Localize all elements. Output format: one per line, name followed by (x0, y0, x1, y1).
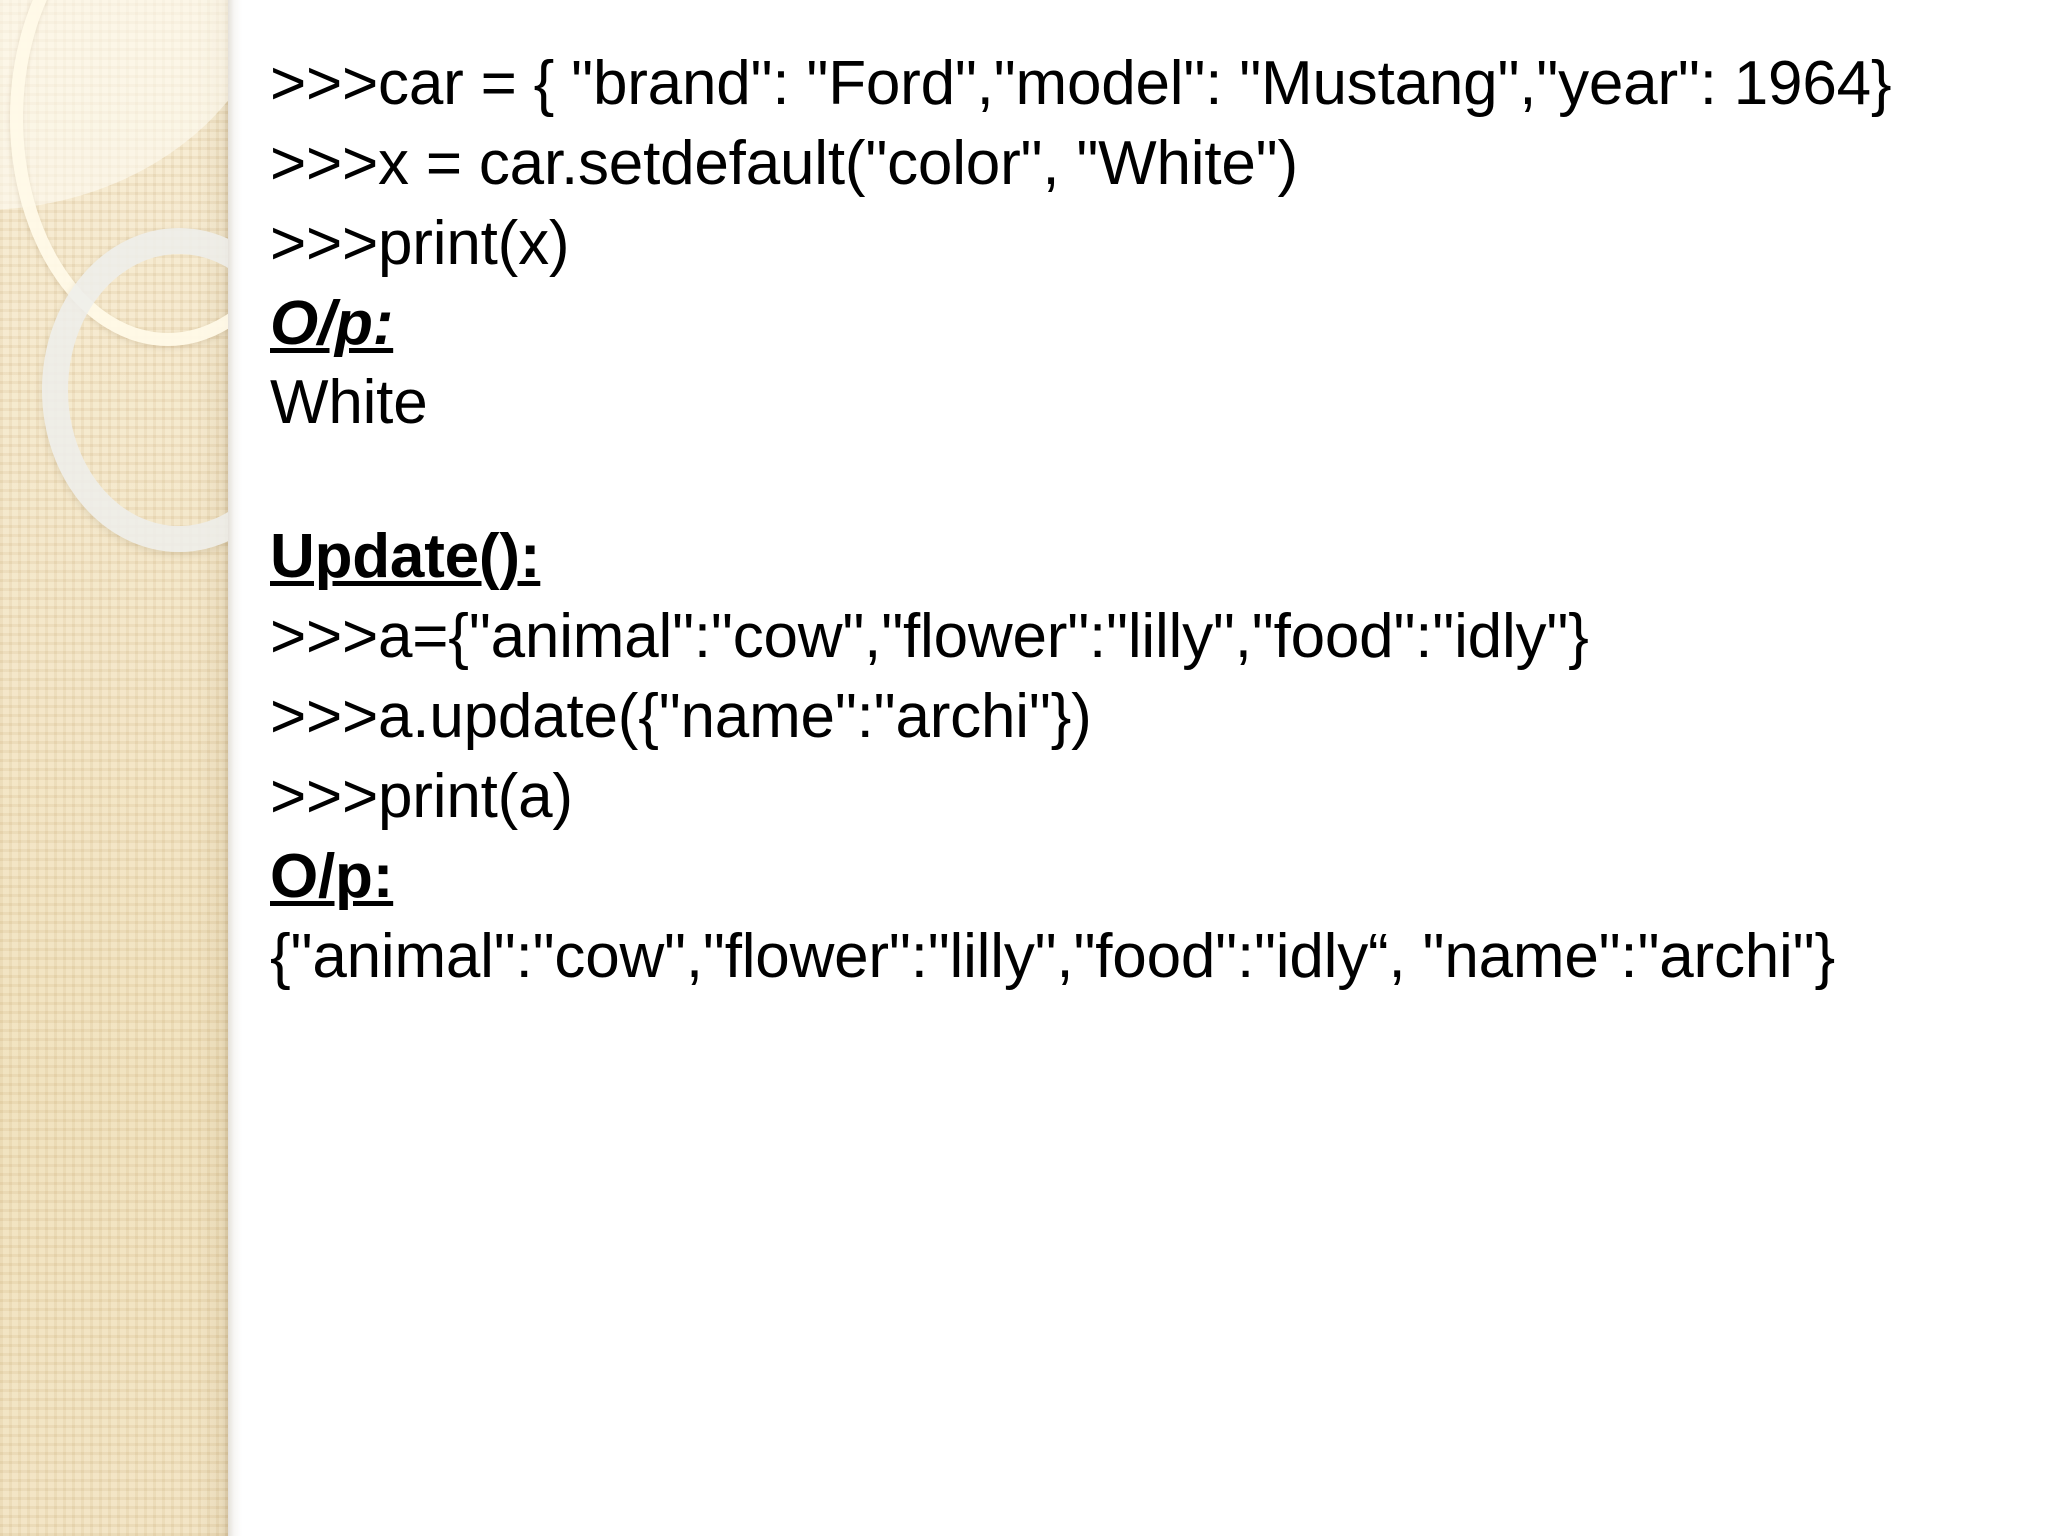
output-value-white: White (270, 368, 428, 438)
code-line-a-update: >>>a.update({"name":"archi"}) (270, 682, 1092, 752)
decorative-side-band (0, 0, 228, 1536)
code-line-setdefault: >>>x = car.setdefault("color", "White") (270, 128, 1298, 198)
spacer-line (270, 451, 1970, 509)
code-line-print-a: >>>print(a) (270, 761, 573, 831)
code-line-car-dict: >>>car = { "brand": "Ford","model": "Mus… (270, 49, 1892, 118)
section-heading-update: Update(): (270, 522, 541, 592)
slide-text-body: >>>car = { "brand": "Ford","model": "Mus… (270, 52, 1970, 1004)
output-heading-2: O/p: (270, 841, 394, 911)
band-edge-shadow (228, 0, 242, 1536)
output-heading-1: O/p: (270, 288, 394, 358)
code-line-print-x: >>>print(x) (270, 208, 570, 278)
code-line-a-dict: >>>a={"animal":"cow","flower":"lilly","f… (270, 602, 1589, 672)
output-value-dict: {"animal":"cow","flower":"lilly","food":… (270, 921, 1835, 991)
